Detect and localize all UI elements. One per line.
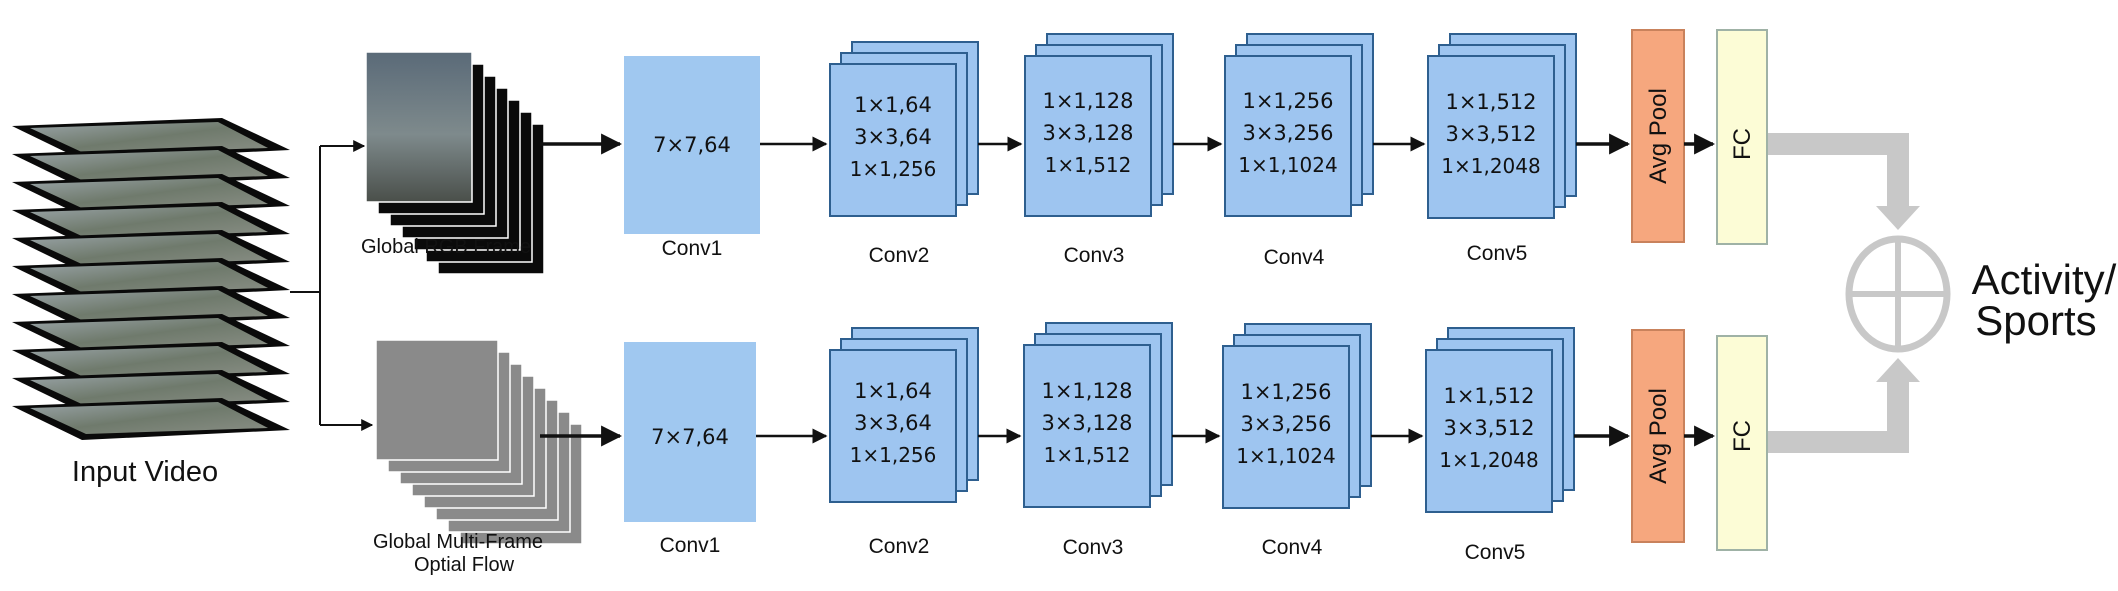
conv-spec-line: 1×1,64 bbox=[854, 379, 932, 403]
conv-spec-line: 3×3,128 bbox=[1042, 121, 1133, 145]
fusion-sum-icon bbox=[1845, 235, 1951, 353]
conv-spec-line: 3×3,64 bbox=[854, 411, 932, 435]
conv1-box bbox=[624, 56, 760, 234]
conv-spec-line: 3×3,256 bbox=[1240, 412, 1331, 436]
branch-connector bbox=[290, 140, 374, 431]
conv-spec-line: 1×1,256 bbox=[1240, 380, 1331, 404]
conv-block-label: Conv4 bbox=[1262, 536, 1323, 559]
flow-input-label-line2: Optial Flow bbox=[414, 554, 515, 576]
flow-input-label-line1: Global Multi-Frame bbox=[373, 531, 543, 553]
conv-spec-line: 1×1,128 bbox=[1042, 89, 1133, 113]
conv-spec-line: 1×1,512 bbox=[1443, 384, 1534, 408]
conv1-label: Conv1 bbox=[662, 237, 723, 260]
conv-layer bbox=[1023, 344, 1151, 508]
fc-box bbox=[1716, 29, 1768, 245]
flow-frame bbox=[375, 339, 499, 461]
conv-block-label: Conv5 bbox=[1465, 541, 1526, 564]
input-video-label: Input Video bbox=[72, 456, 218, 488]
conv-block-label: Conv2 bbox=[869, 535, 930, 558]
conv1-spec: 7×7,64 bbox=[653, 133, 731, 157]
fc-label: FC bbox=[1729, 420, 1756, 452]
conv1-label: Conv1 bbox=[660, 534, 721, 557]
conv-spec-line: 1×1,1024 bbox=[1238, 153, 1337, 177]
rgb-input-label: Global RGB Frame bbox=[361, 236, 531, 258]
conv-spec-line: 1×1,512 bbox=[1045, 153, 1132, 177]
avg-pool-box bbox=[1631, 329, 1685, 543]
conv-layer bbox=[829, 349, 957, 503]
conv-layer bbox=[1224, 55, 1352, 217]
conv-spec-line: 3×3,256 bbox=[1242, 121, 1333, 145]
output-label-line1: Activity/ bbox=[1972, 256, 2117, 303]
conv-spec-line: 1×1,2048 bbox=[1439, 448, 1538, 472]
conv-block-label: Conv5 bbox=[1467, 242, 1528, 265]
output-label-line2: Sports bbox=[1975, 297, 2096, 344]
conv-layer bbox=[1425, 349, 1553, 513]
conv-spec-line: 1×1,512 bbox=[1445, 90, 1536, 114]
conv-block-label: Conv4 bbox=[1264, 246, 1325, 269]
conv-block-label: Conv2 bbox=[869, 244, 930, 267]
conv-spec-line: 1×1,256 bbox=[850, 157, 937, 181]
conv-layer bbox=[1427, 55, 1555, 219]
conv-spec-line: 1×1,1024 bbox=[1236, 444, 1335, 468]
conv-spec-line: 3×3,512 bbox=[1443, 416, 1534, 440]
avg-pool-box bbox=[1631, 29, 1685, 243]
conv-spec-line: 1×1,64 bbox=[854, 93, 932, 117]
conv-spec-line: 1×1,256 bbox=[1242, 89, 1333, 113]
fusion-connectors bbox=[1768, 133, 1920, 453]
conv-spec-line: 1×1,256 bbox=[850, 443, 937, 467]
conv-spec-line: 1×1,2048 bbox=[1441, 154, 1540, 178]
fc-label: FC bbox=[1729, 128, 1756, 160]
fc-box bbox=[1716, 335, 1768, 551]
conv-block-label: Conv3 bbox=[1063, 536, 1124, 559]
conv1-box bbox=[624, 342, 756, 522]
input-video-frames bbox=[12, 118, 290, 440]
avg-pool-label: Avg Pool bbox=[1645, 388, 1672, 484]
avg-pool-label: Avg Pool bbox=[1645, 88, 1672, 184]
conv-spec-line: 3×3,512 bbox=[1445, 122, 1536, 146]
conv-spec-line: 1×1,128 bbox=[1041, 379, 1132, 403]
optical-flow-frame-stack bbox=[375, 339, 583, 545]
rgb-frame bbox=[365, 51, 473, 203]
video-frame bbox=[12, 398, 290, 440]
conv-layer bbox=[1222, 345, 1350, 509]
conv-spec-line: 3×3,128 bbox=[1041, 411, 1132, 435]
conv-layer bbox=[1024, 55, 1152, 217]
conv-layer bbox=[829, 63, 957, 217]
conv-block-label: Conv3 bbox=[1064, 244, 1125, 267]
conv-spec-line: 3×3,64 bbox=[854, 125, 932, 149]
global-rgb-frame-stack bbox=[365, 51, 545, 275]
conv1-spec: 7×7,64 bbox=[651, 425, 729, 449]
conv-spec-line: 1×1,512 bbox=[1044, 443, 1131, 467]
